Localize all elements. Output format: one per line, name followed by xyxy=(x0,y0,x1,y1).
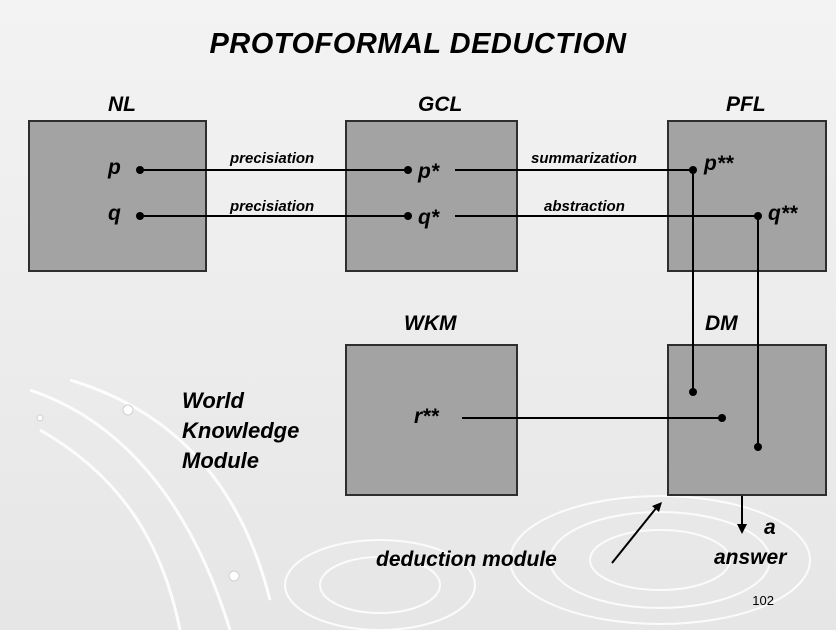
answer-label: answer xyxy=(714,546,787,569)
edge-label-precisiation-q: precisiation xyxy=(230,198,315,215)
node-q-star: q* xyxy=(418,206,439,229)
wkm-caption: World Knowledge Module xyxy=(182,386,299,476)
node-r-2star: r** xyxy=(414,405,439,428)
edge-label-summarization: summarization xyxy=(531,150,637,167)
wkm-caption-line-2: Knowledge xyxy=(182,418,300,443)
page-number: 102 xyxy=(752,593,774,608)
p-dot xyxy=(136,166,144,174)
edge-label-precisiation-p: precisiation xyxy=(230,150,315,167)
slide-title: PROTOFORMAL DEDUCTION xyxy=(209,28,627,60)
deduction-pointer-arrowhead xyxy=(652,502,662,512)
node-p-star: p* xyxy=(418,160,439,183)
pfl-label: PFL xyxy=(726,93,766,116)
edge-label-abstraction: abstraction xyxy=(544,198,625,215)
node-p-2star: p** xyxy=(704,152,734,175)
dm-r-dot xyxy=(718,414,726,422)
dm-q-dot xyxy=(754,443,762,451)
p-2star-dot xyxy=(689,166,697,174)
q-2star-dot xyxy=(754,212,762,220)
q-star-dot xyxy=(404,212,412,220)
deduction-module-label: deduction module xyxy=(376,548,557,571)
answer-arrowhead xyxy=(737,524,747,534)
wkm-box xyxy=(345,344,518,496)
deduction-pointer-line xyxy=(611,506,658,564)
nl-box xyxy=(28,120,207,272)
wkm-caption-line-1: World xyxy=(182,388,244,413)
gcl-box xyxy=(345,120,518,272)
answer-symbol: a xyxy=(764,516,776,539)
wkm-label: WKM xyxy=(404,312,457,335)
node-q: q xyxy=(108,202,121,225)
dm-p-dot xyxy=(689,388,697,396)
gcl-label: GCL xyxy=(418,93,463,116)
node-p: p xyxy=(108,156,121,179)
node-q-2star: q** xyxy=(768,202,798,225)
nl-label: NL xyxy=(108,93,136,116)
p-star-dot xyxy=(404,166,412,174)
dm-label: DM xyxy=(705,312,738,335)
wkm-caption-line-3: Module xyxy=(182,448,259,473)
q-dot xyxy=(136,212,144,220)
